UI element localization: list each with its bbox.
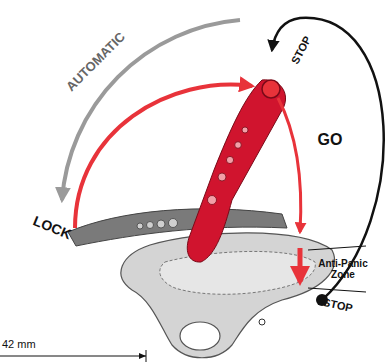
stop-arrow <box>272 18 384 300</box>
rivet <box>259 319 265 325</box>
dimension-arrow <box>139 353 146 359</box>
rope-hole <box>180 322 220 350</box>
lever-lock-position <box>68 209 287 246</box>
arrow-label: AUTOMATIC <box>64 30 128 94</box>
device-inner <box>160 251 316 294</box>
lock-arrow <box>75 85 252 228</box>
dimension-line <box>0 356 146 357</box>
zone-line <box>308 288 366 292</box>
state-label: LOCK <box>31 213 74 242</box>
zone-line <box>308 246 366 250</box>
zone-label: Anti-Panic Zone <box>318 258 368 280</box>
anti-panic-arrow <box>298 248 303 282</box>
state-label: STOP <box>289 34 314 66</box>
device-body <box>121 233 335 358</box>
red-lever-holes <box>208 127 249 205</box>
go-arrow <box>278 98 301 232</box>
pivot <box>262 80 280 98</box>
state-label: GO <box>318 131 343 149</box>
lever-open-position <box>187 80 285 262</box>
automatic-arrow <box>62 20 240 200</box>
lever-holes <box>137 219 178 230</box>
state-label: STOP <box>322 296 354 314</box>
dimension-label: 42 mm <box>2 338 36 350</box>
